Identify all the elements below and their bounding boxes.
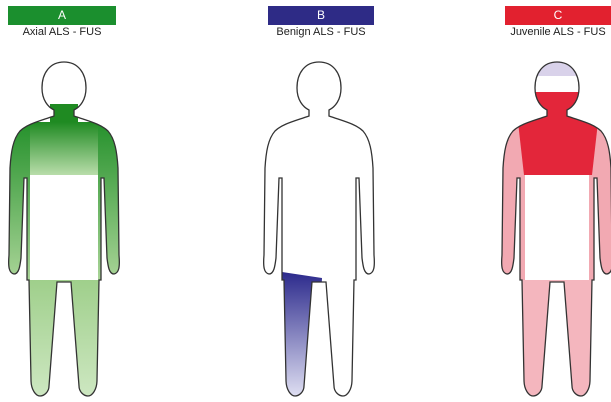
figure-a-torso-fill — [20, 122, 108, 175]
figure-c-neck-fill — [530, 92, 590, 122]
figure-b-outline — [264, 62, 375, 396]
figure-a — [0, 62, 128, 400]
figure-a-right-arm-fill — [98, 120, 128, 280]
figure-b-leg-fill — [282, 272, 322, 400]
figure-b — [264, 62, 375, 400]
figure-c-torso-fill — [518, 122, 598, 175]
figure-a-left-arm-fill — [0, 120, 30, 280]
figure-c — [495, 60, 611, 400]
